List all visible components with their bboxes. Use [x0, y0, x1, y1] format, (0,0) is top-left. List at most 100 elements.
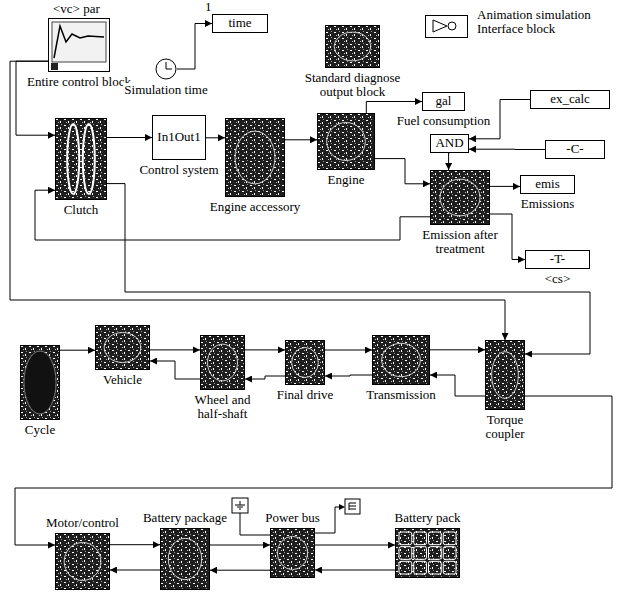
subsystem-block: Emission after treatment	[430, 170, 490, 225]
signal-line	[490, 186, 520, 187]
signal-block: galFuel consumption	[422, 92, 465, 111]
block-icon	[225, 118, 285, 197]
block-label: Motor/control	[45, 516, 120, 530]
subsystem-block: Wheel and half-shaft	[200, 335, 245, 390]
signal-line	[245, 376, 285, 379]
block-label: Simulation time	[123, 83, 208, 97]
subsystem-block: Clutch	[55, 118, 107, 200]
block-label: Engine accessory	[209, 200, 302, 214]
block-text: -C-	[566, 142, 583, 156]
block-text: emis	[535, 177, 560, 191]
block-icon	[95, 325, 150, 370]
subsystem-block: Motor/control	[55, 533, 110, 590]
block-icon	[48, 18, 110, 72]
subsystem-block: Cycle	[20, 345, 60, 420]
signal-line	[60, 350, 95, 351]
signal-block: time	[212, 14, 268, 33]
signal-line	[206, 137, 225, 138]
signal-line	[150, 361, 200, 379]
signal-block: In1Out1Control system	[152, 115, 206, 160]
signal-line	[469, 149, 545, 150]
signal-line	[245, 349, 285, 350]
signal-line	[110, 544, 160, 545]
subsystem-block: Torque coupler	[485, 340, 525, 410]
signal-line	[177, 24, 212, 70]
block-label: Battery pack	[393, 511, 461, 525]
signal-line	[107, 137, 152, 138]
signal-line	[375, 159, 430, 184]
signal-line	[315, 545, 395, 546]
block-label: Control system	[138, 163, 219, 177]
signal-label: 1	[204, 0, 213, 14]
block-label: Battery package	[142, 511, 228, 525]
block-icon	[285, 340, 325, 385]
subsystem-block: Standard diagnose output block	[325, 25, 380, 68]
block-icon	[20, 345, 60, 420]
subsystem-block: Final drive	[285, 340, 325, 385]
block-label: Emission after treatment	[413, 228, 507, 257]
block-icon	[270, 528, 315, 578]
block-label: Animation simulation Interface block	[476, 8, 618, 37]
block-body: -T-	[525, 250, 590, 269]
block-icon	[395, 528, 460, 578]
block-text: -T-	[550, 252, 565, 266]
block-label: Engine	[327, 173, 366, 187]
signal-block: AND	[430, 134, 469, 153]
block-body: -C-	[545, 140, 605, 159]
signal-line	[107, 184, 590, 354]
signal-block: -T-<cs>	[525, 250, 590, 269]
clock-block: Simulation time	[155, 58, 177, 80]
block-icon	[372, 335, 430, 385]
block-icon	[430, 170, 490, 225]
signal-line	[210, 570, 270, 571]
block-icon	[425, 15, 468, 38]
block-body: ex_calc	[530, 90, 610, 109]
signal-line	[110, 570, 160, 571]
signal-line	[315, 570, 395, 571]
block-body: In1Out1	[152, 115, 206, 160]
signal-line	[430, 375, 485, 396]
signal-block: -C-	[545, 140, 605, 159]
subsystem-block: Vehicle	[95, 325, 150, 370]
block-label: Torque coupler	[472, 413, 538, 442]
block-label: Cycle	[24, 423, 56, 437]
signal-line	[430, 349, 485, 350]
block-label: Power bus	[264, 511, 321, 525]
signal-block: ex_calc	[530, 90, 610, 109]
block-label: Clutch	[63, 203, 100, 217]
subsystem-block: Battery package	[160, 528, 210, 590]
block-icon	[160, 528, 210, 590]
block-icon	[155, 58, 177, 80]
block-text: time	[228, 16, 251, 30]
block-text: gal	[436, 94, 452, 108]
block-label: Transmission	[365, 388, 437, 402]
subsystem-block: Transmission	[372, 335, 430, 385]
block-label: Final drive	[276, 388, 335, 402]
subsystem-block: Battery pack	[395, 528, 460, 578]
block-label: Wheel and half-shaft	[182, 393, 264, 422]
block-icon	[317, 113, 375, 170]
block-icon	[200, 335, 245, 390]
block-label: Vehicle	[102, 373, 143, 387]
signal-line	[10, 61, 505, 340]
signal-line	[325, 349, 372, 350]
block-text: AND	[435, 136, 463, 150]
terminator-symbol	[345, 499, 360, 514]
signal-line	[16, 61, 55, 135]
block-text: In1Out1	[157, 130, 200, 144]
block-icon	[55, 533, 110, 590]
signal-line	[366, 102, 422, 114]
signal-line	[285, 139, 317, 140]
subsystem-block: Engine accessory	[225, 118, 285, 197]
block-label: Standard diagnose output block	[294, 71, 411, 100]
signal-line	[325, 375, 372, 376]
signal-line	[448, 153, 450, 170]
signal-line	[210, 544, 270, 545]
interface-block: Animation simulation Interface block	[425, 15, 468, 38]
block-label: Fuel consumption	[396, 114, 492, 128]
block-icon	[325, 25, 380, 68]
signal-block: emisEmissions	[520, 175, 575, 194]
block-body: time	[212, 14, 268, 33]
ground-symbol	[232, 498, 248, 513]
